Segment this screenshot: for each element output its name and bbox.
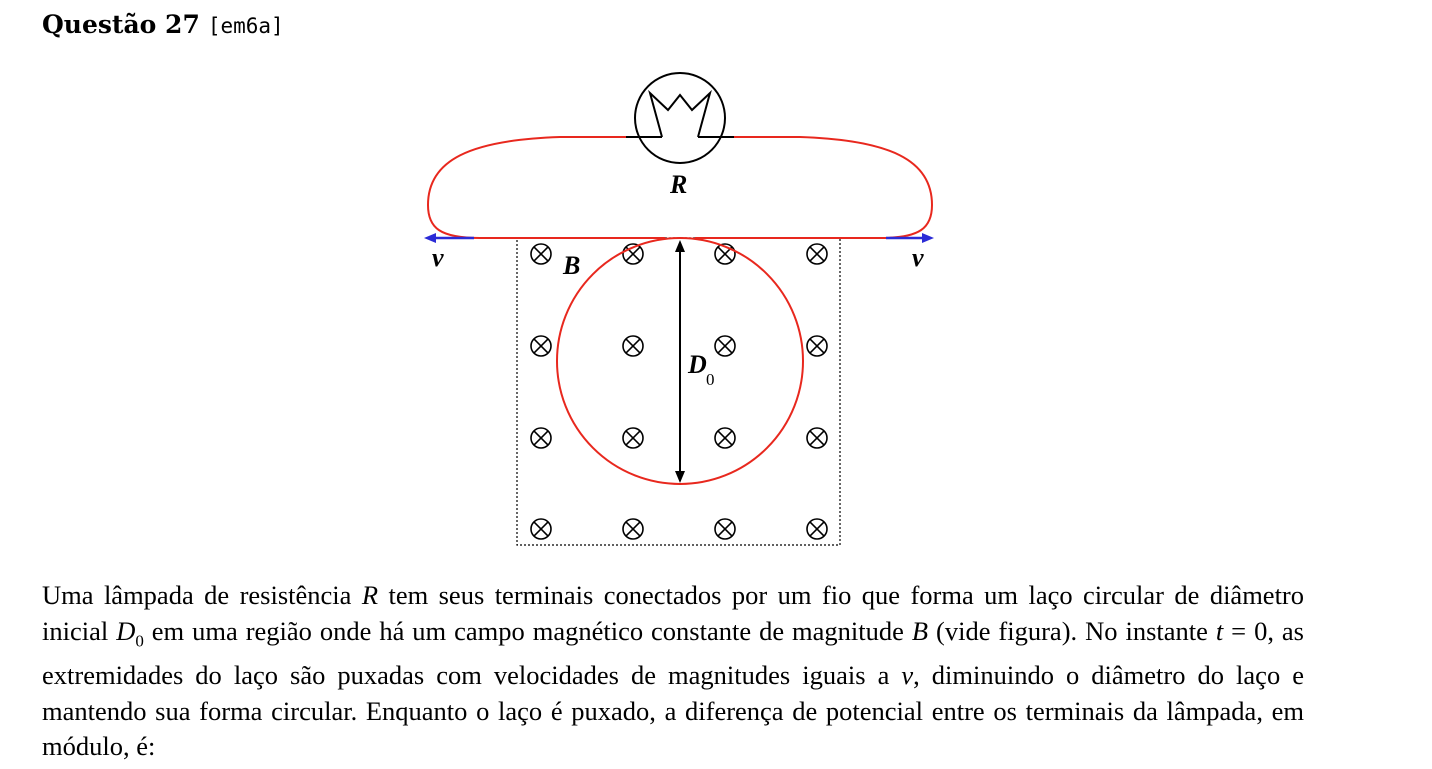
var-R: R [361,580,379,610]
diameter-label: D [687,350,707,379]
statement-part-4: (vide figura). No instante [928,615,1216,646]
diameter-subscript: 0 [706,370,715,389]
statement-part-2: tem seus terminais conectados por um fio… [42,580,1304,646]
statement-part-1: Uma lâmpada de resistência [42,580,362,610]
var-D: D [116,615,136,646]
circular-loop [556,237,804,485]
var-v: v [901,660,914,691]
var-B: B [911,615,929,646]
field-into-page-icon [806,243,828,265]
velocity-label-right: v [912,243,924,272]
lamp-icon [626,72,734,164]
field-into-page-icon [714,518,736,540]
field-into-page-icon [806,427,828,449]
velocity-arrow-right [886,233,934,243]
field-into-page-icon [622,335,644,357]
statement-part-5: , as extremidades do laço são puxadas co… [42,615,1304,691]
var-t: t [1215,615,1224,646]
field-into-page-icon [530,518,552,540]
field-into-page-icon [714,427,736,449]
field-into-page-icon [622,427,644,449]
field-into-page-icon [530,243,552,265]
field-label: B [562,251,580,280]
field-into-page-icon [806,518,828,540]
resistor-label: R [669,170,687,199]
var-D-subscript: 0 [135,630,144,650]
diameter-arrow [675,240,685,483]
field-into-page-icon [714,335,736,357]
question-tag: [em6a] [207,14,284,38]
field-region [516,237,841,546]
field-into-page-icon [622,518,644,540]
equals-zero: = 0 [1223,615,1268,646]
velocity-label-left: v [432,243,444,272]
statement-part-3: em uma região onde há um campo magnético… [143,615,912,646]
velocity-arrow-left [424,233,474,243]
field-into-page-icon [530,335,552,357]
field-into-page-icon [806,335,828,357]
outer-wire-loop [426,136,934,239]
question-statement: Uma lâmpada de resistência R tem seus te… [42,578,1304,765]
question-title: Questão 27 [42,10,200,39]
field-into-page-icon [530,427,552,449]
question-heading: Questão 27 [em6a] [42,10,284,39]
statement-part-6: , diminuindo o diâmetro do laço e manten… [42,660,1304,762]
